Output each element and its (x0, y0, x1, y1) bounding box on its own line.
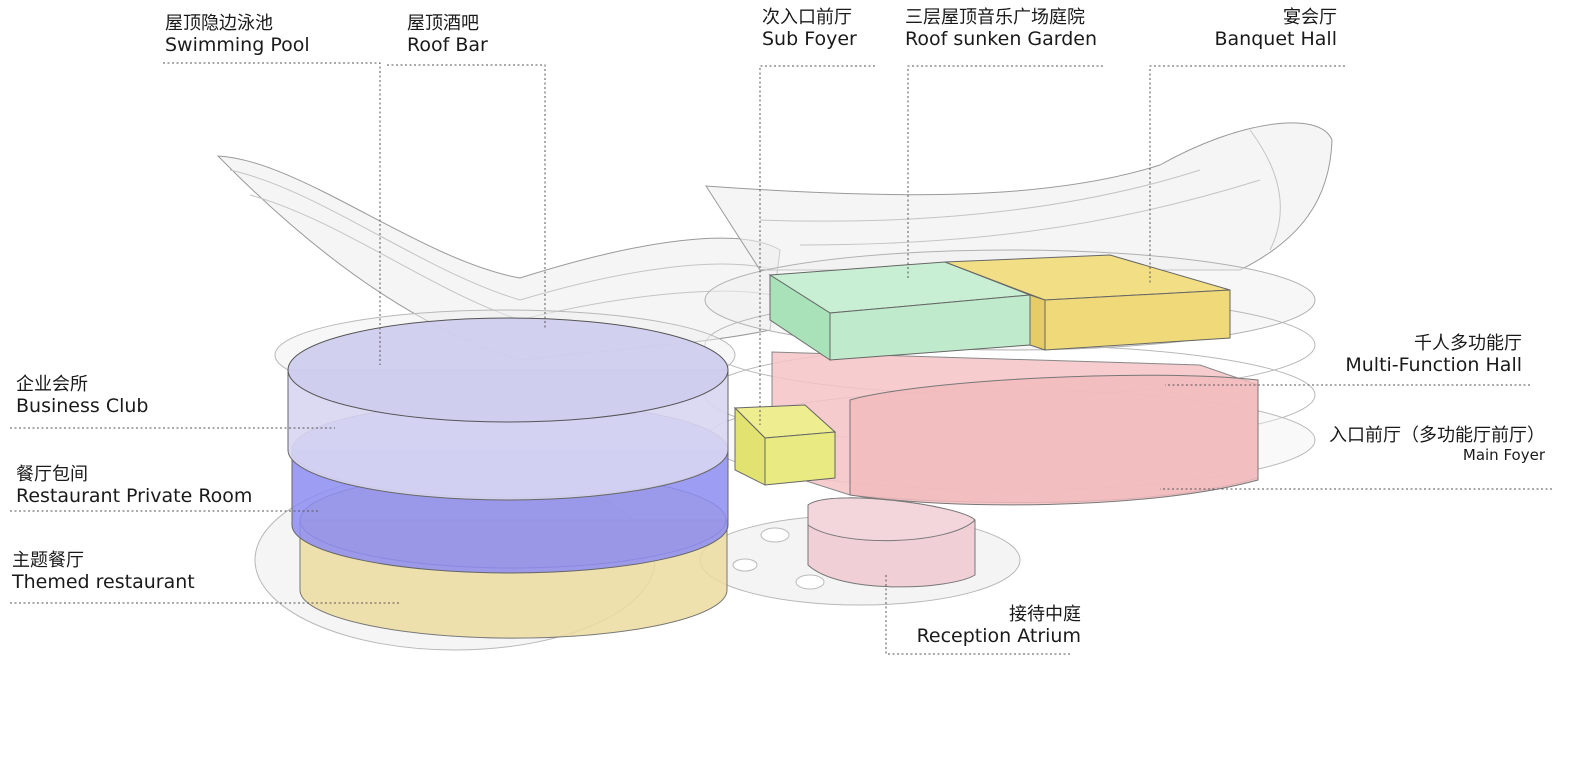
label-private-room: 餐厅包间 Restaurant Private Room (16, 464, 253, 508)
label-en: Reception Atrium (916, 624, 1081, 647)
label-en: Sub Foyer (762, 27, 857, 50)
business-club-volume (287, 317, 729, 501)
label-themed-restaurant: 主题餐厅 Themed restaurant (12, 550, 195, 594)
label-swimming-pool: 屋顶隐边泳池 Swimming Pool (165, 13, 310, 57)
label-banquet-hall: 宴会厅 Banquet Hall (1214, 7, 1338, 51)
leader-lines (10, 62, 1552, 655)
label-en: Roof sunken Garden (905, 27, 1098, 50)
label-en: Business Club (16, 394, 149, 417)
label-zh: 餐厅包间 (16, 464, 88, 485)
label-main-foyer: 入口前厅（多功能厅前厅） Main Foyer (1329, 425, 1545, 464)
roof-garden-volume (768, 261, 1031, 361)
label-zh: 千人多功能厅 (1414, 333, 1522, 354)
label-zh: 入口前厅（多功能厅前厅） (1329, 425, 1545, 446)
banquet-hall-volume (944, 254, 1231, 351)
label-en: Swimming Pool (165, 33, 310, 56)
label-sub-foyer: 次入口前厅 Sub Foyer (762, 7, 857, 51)
label-en: Multi-Function Hall (1345, 353, 1522, 376)
label-zh: 次入口前厅 (762, 7, 852, 28)
label-zh: 三层屋顶音乐广场庭院 (905, 7, 1085, 28)
label-roof-bar: 屋顶酒吧 Roof Bar (407, 13, 488, 57)
label-zh: 屋顶酒吧 (407, 13, 479, 34)
label-zh: 主题餐厅 (12, 550, 84, 571)
label-en: Restaurant Private Room (16, 484, 253, 507)
reception-atrium-volume (807, 497, 976, 588)
label-zh: 屋顶隐边泳池 (165, 13, 273, 34)
label-en: Main Foyer (1462, 445, 1545, 464)
label-multi-function-hall: 千人多功能厅 Multi-Function Hall (1345, 333, 1522, 377)
label-en: Themed restaurant (12, 570, 195, 593)
roof-canopy-right (705, 122, 1333, 271)
label-zh: 接待中庭 (1009, 604, 1081, 625)
label-en: Banquet Hall (1214, 27, 1338, 50)
label-roof-garden: 三层屋顶音乐广场庭院 Roof sunken Garden (905, 7, 1098, 51)
label-reception-atrium: 接待中庭 Reception Atrium (916, 604, 1081, 648)
label-zh: 企业会所 (16, 374, 88, 395)
label-en: Roof Bar (407, 33, 488, 56)
label-business-club: 企业会所 Business Club (16, 374, 149, 418)
sub-foyer-volume (733, 404, 837, 486)
label-zh: 宴会厅 (1283, 7, 1337, 28)
main-foyer-volume (849, 374, 1259, 506)
